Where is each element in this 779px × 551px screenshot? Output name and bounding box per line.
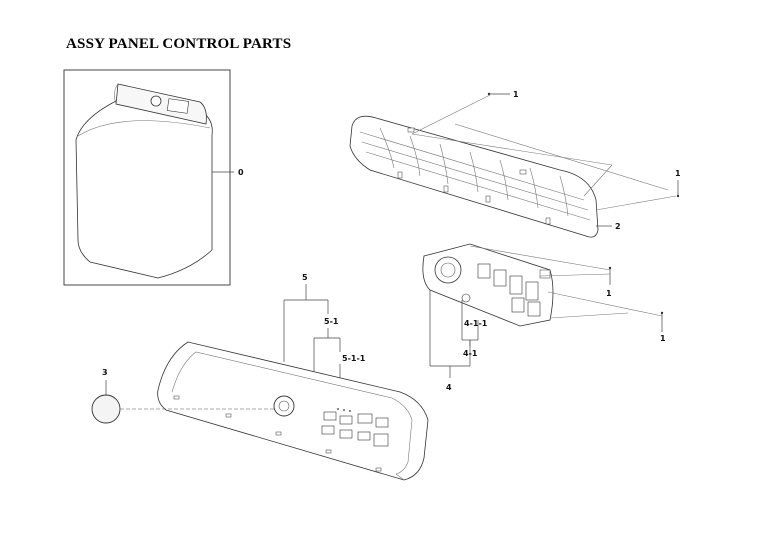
control-panel-part [157, 284, 429, 481]
label-4-1: 4-1 [463, 349, 478, 358]
pcb-assembly-part [422, 243, 664, 378]
label-1-right-upper: 1 [675, 169, 681, 178]
label-5-1-1: 5-1-1 [342, 354, 366, 363]
label-5-1: 5-1 [324, 317, 339, 326]
knob-cap-part [91, 380, 274, 424]
label-4: 4 [446, 383, 452, 392]
label-4-1-1: 4-1-1 [464, 319, 488, 328]
label-0: 0 [238, 168, 244, 177]
panel-frame-part [349, 92, 680, 238]
label-3: 3 [102, 368, 108, 377]
label-2: 2 [615, 222, 621, 231]
label-1-mid: 1 [606, 289, 612, 298]
diagram-title: ASSY PANEL CONTROL PARTS [66, 36, 292, 52]
label-5: 5 [302, 273, 308, 282]
washer-overview-inset [63, 69, 234, 286]
label-1-low: 1 [660, 334, 666, 343]
label-1-top: 1 [513, 90, 519, 99]
